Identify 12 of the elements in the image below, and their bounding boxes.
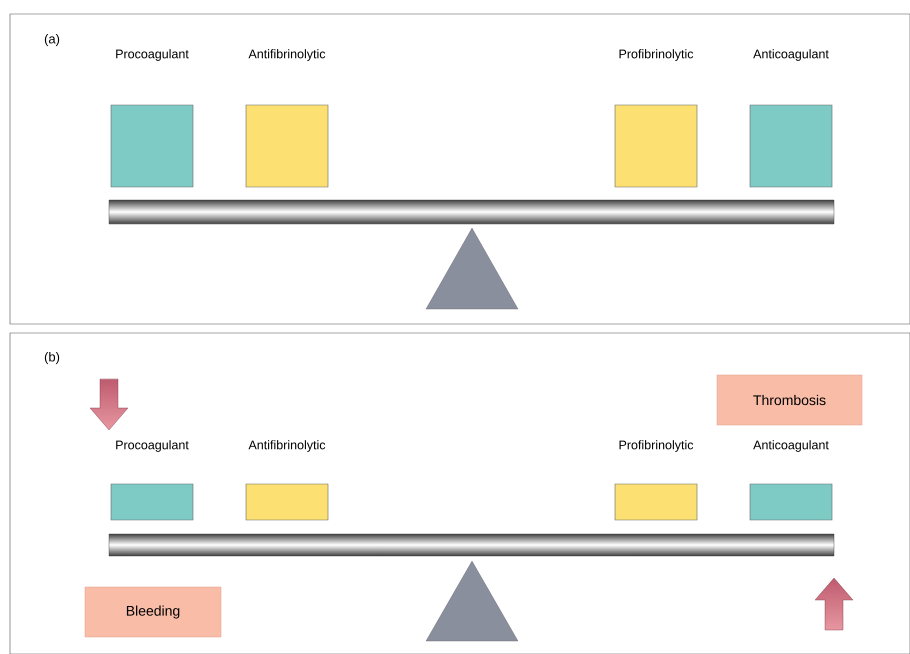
factor-label: Profibrinolytic xyxy=(620,440,694,452)
panel-label: (b) xyxy=(44,352,60,364)
outcome-box: Thrombosis xyxy=(716,374,862,426)
outcome-box: Bleeding xyxy=(84,586,222,638)
factor-label: Profibrinolytic xyxy=(620,49,694,61)
factor-label: Anticoagulant xyxy=(753,440,829,452)
factor-label: Antifibrinolytic xyxy=(248,440,326,452)
factor-label: Procoagulant xyxy=(116,440,189,452)
factor-label: Antifibrinolytic xyxy=(248,49,326,61)
factor-label: Anticoagulant xyxy=(753,49,829,61)
panel-label: (a) xyxy=(44,34,60,46)
factor-label: Procoagulant xyxy=(116,49,189,61)
